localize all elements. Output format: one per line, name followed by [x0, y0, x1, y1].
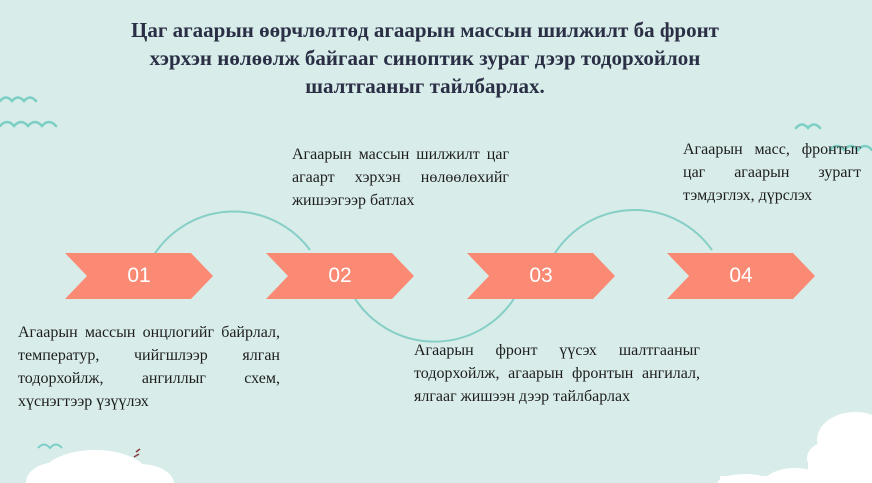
cloud-decoration-left [26, 443, 174, 483]
step-03-chevron: 03 [467, 253, 615, 299]
cloud-decoration-right [717, 412, 872, 483]
wave-decoration-left [0, 96, 58, 128]
title-line: Цаг агаарын өөрчлөлтөд агаарын массын ши… [131, 18, 719, 42]
step-02-description: Агаарын массын шилжилт цаг агаарт хэрхэн… [292, 146, 509, 209]
step-04-description: Агаарын масс, фронтыг цаг агаарын зурагт… [683, 141, 861, 204]
step-number: 03 [529, 264, 553, 287]
slide-title: Цаг агаарын өөрчлөлтөд агаарын массын ши… [60, 16, 790, 100]
step-04-chevron: 04 [667, 253, 815, 299]
step-number: 02 [328, 264, 352, 287]
wave-decoration-right [794, 123, 872, 152]
step-01-chevron: 01 [65, 253, 213, 299]
connector-arcs [151, 209, 713, 343]
step-01-description: Агаарын массын онцлогийг байрлал, темпер… [18, 324, 280, 410]
step-02-chevron: 02 [266, 253, 414, 299]
title-line: шалтгааныг тайлбарлах. [305, 74, 545, 98]
step-03-description: Агаарын фронт үүсэх шалтгааныг тодорхойл… [414, 342, 700, 405]
step-number: 04 [729, 264, 753, 287]
step-number: 01 [127, 264, 151, 287]
title-line: хэрхэн нөлөөлж байгааг синоптик зураг дэ… [149, 46, 701, 70]
